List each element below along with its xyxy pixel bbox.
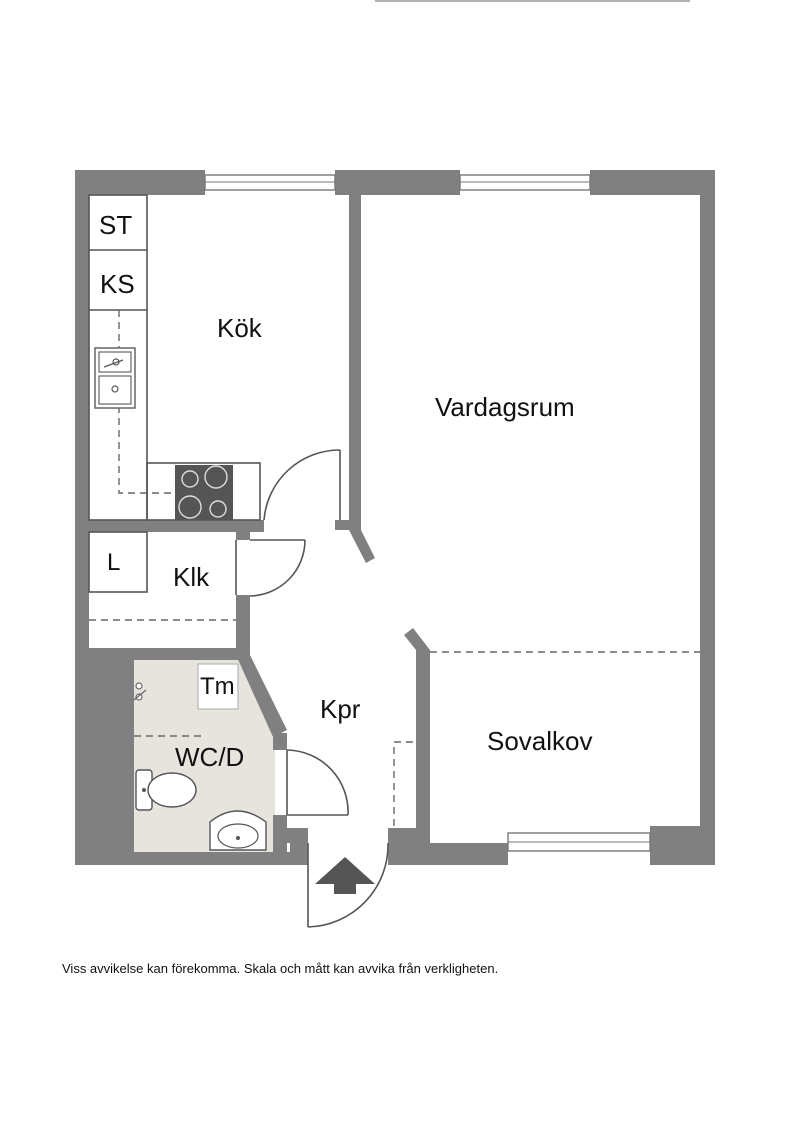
windows: [204, 174, 651, 852]
washbasin-icon: [209, 810, 267, 851]
freezer-label: ST: [99, 210, 132, 240]
room-label-kitchen: Kök: [217, 313, 263, 343]
shower-icon: [133, 682, 204, 737]
toilet-icon: [135, 769, 197, 811]
room-label-bedroom-alcove: Sovalkov: [487, 726, 593, 756]
entrance-door: [307, 842, 389, 928]
room-label-closet: Klk: [173, 562, 210, 592]
room-label-hallway: Kpr: [320, 694, 361, 724]
dryer-box: [197, 663, 239, 710]
disclaimer-text: Viss avvikelse kan förekomma. Skala och …: [62, 961, 499, 976]
wardrobe-label: L: [107, 549, 120, 576]
entrance-arrow-icon: [315, 857, 375, 894]
fridge-label: KS: [100, 269, 135, 299]
closet-fixtures: [88, 531, 237, 621]
stove-icon: [175, 465, 233, 520]
kitchen-door: [263, 449, 341, 521]
sink-icon: [94, 347, 136, 409]
closet-door: [249, 539, 306, 597]
room-label-bathroom: WC/D: [175, 742, 244, 772]
room-label-living-room: Vardagsrum: [435, 392, 575, 422]
interior-walls: [89, 195, 430, 852]
dryer-label: Tm: [200, 673, 235, 700]
outer-walls: [75, 170, 715, 865]
bathroom-door: [286, 749, 349, 816]
alcove-markings: [393, 651, 700, 826]
